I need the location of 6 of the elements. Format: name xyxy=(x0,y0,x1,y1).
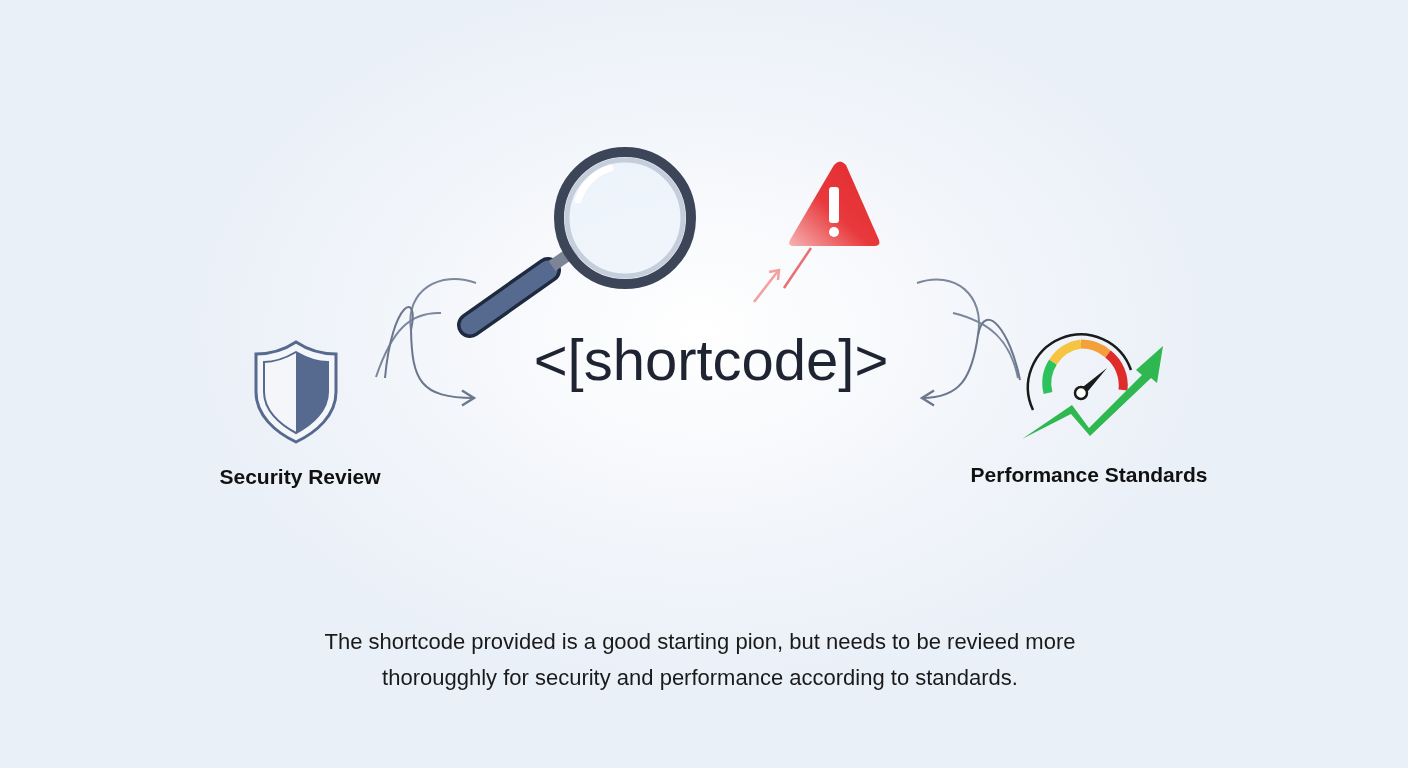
node-label: Security Review xyxy=(218,464,382,490)
curved-arrow xyxy=(384,306,476,407)
shortcode-text: <[shortcode]> xyxy=(532,326,890,394)
caption-text: The shortcode provided is a good starting pion, but needs to be revieed more thorougghly for security and performance according to standards. xyxy=(323,628,1077,692)
curved-arrow xyxy=(920,319,1021,407)
node-label: Performance Standards xyxy=(969,462,1209,488)
